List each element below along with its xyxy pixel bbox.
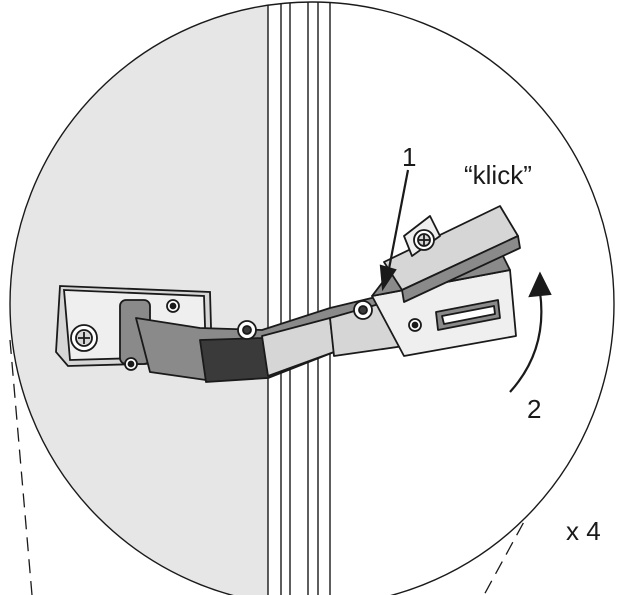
plate-screw-icon — [70, 324, 98, 352]
quantity-label: x 4 — [566, 516, 601, 546]
sound-label: “klick” — [464, 160, 532, 190]
clip-base — [383, 205, 521, 303]
magnifier-outline — [9, 1, 615, 595]
step1-label: 1 — [402, 142, 416, 172]
step2-arrow-icon — [509, 271, 552, 393]
door-profile — [267, 2, 331, 595]
step1-arrow-icon — [379, 169, 410, 292]
step2-label: 2 — [527, 394, 541, 424]
hinge-arm — [135, 295, 405, 383]
